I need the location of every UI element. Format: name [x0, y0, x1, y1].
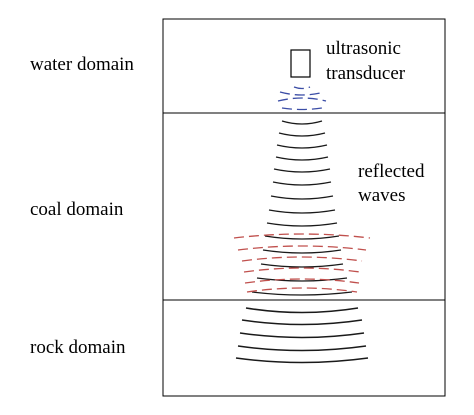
- transducer-wave-front: [281, 107, 323, 111]
- reflected-waves-label-line2: waves: [358, 185, 405, 206]
- rock-wave-front: [235, 357, 369, 364]
- outgoing-wave-front: [268, 209, 336, 214]
- reflected-wave-front: [243, 267, 361, 273]
- outgoing-wave-front: [272, 181, 332, 186]
- reflected-wave-front: [233, 233, 371, 239]
- outgoing-wave-front: [251, 291, 353, 296]
- outgoing-wave-front: [270, 195, 334, 200]
- outgoing-wave-front: [256, 277, 348, 282]
- coal-domain-label: coal domain: [30, 199, 124, 220]
- rock-wave-front: [239, 332, 365, 339]
- reflected-wave-front: [246, 287, 358, 293]
- outgoing-wave-front: [276, 144, 328, 149]
- outgoing-wave-front: [264, 235, 340, 240]
- transducer-wave-front: [279, 91, 325, 96]
- outgoing-wave-front: [266, 222, 338, 227]
- transducer-wave-front: [277, 97, 327, 102]
- water-domain-label: water domain: [30, 54, 134, 75]
- rock-wave-front: [241, 319, 363, 326]
- transducer-label-line2: transducer: [326, 63, 406, 84]
- rock-wave-front: [237, 345, 367, 352]
- outgoing-wave-front: [273, 168, 331, 173]
- rock-wave-front: [245, 307, 359, 314]
- outgoing-wave-front: [262, 249, 342, 254]
- transducer-box: [290, 49, 311, 78]
- rock-domain-label: rock domain: [30, 337, 126, 358]
- wave-fronts: [233, 86, 371, 364]
- transducer-label-line1: ultrasonic: [326, 38, 401, 59]
- reflected-waves-label-line1: reflected: [358, 161, 425, 182]
- model-frame: [162, 18, 446, 397]
- reflected-wave-front: [241, 256, 363, 262]
- reflected-wave-front: [237, 245, 367, 251]
- outgoing-wave-front: [278, 132, 326, 137]
- outgoing-wave-front: [260, 263, 344, 268]
- outgoing-wave-front: [281, 120, 323, 125]
- outgoing-wave-front: [275, 156, 329, 161]
- transducer-wave-front: [293, 86, 311, 90]
